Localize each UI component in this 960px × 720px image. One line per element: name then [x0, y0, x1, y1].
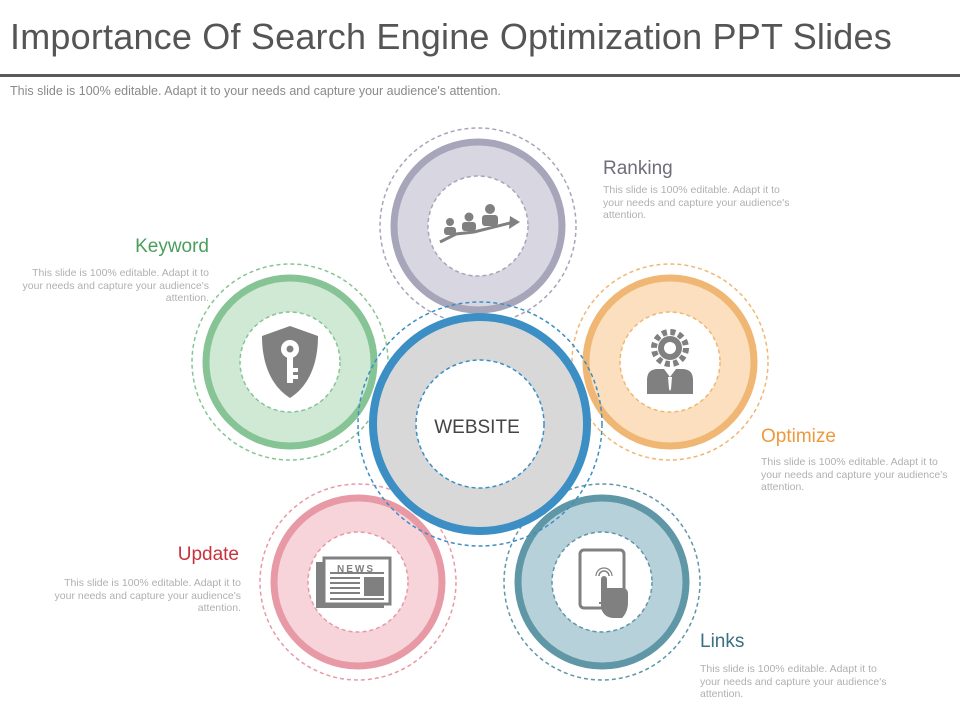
website-circle [357, 301, 603, 547]
links-label: Links [700, 631, 745, 652]
keyword-description: This slide is 100% editable. Adapt it to… [22, 267, 209, 304]
optimize-circle [571, 263, 769, 461]
shield-key-icon [262, 326, 318, 398]
ranking-label: Ranking [603, 158, 673, 179]
update-description: This slide is 100% editable. Adapt it to… [54, 577, 241, 614]
newspaper-icon [316, 556, 392, 608]
website-label: WEBSITE [434, 417, 520, 438]
page-title: Importance Of Search Engine Optimization… [10, 16, 892, 57]
links-description: This slide is 100% editable. Adapt it to… [700, 663, 887, 700]
optimize-label: Optimize [761, 426, 836, 447]
optimize-description: This slide is 100% editable. Adapt it to… [761, 456, 948, 493]
title-divider [0, 74, 960, 77]
ranking-circle [379, 127, 577, 325]
ranking-description: This slide is 100% editable. Adapt it to… [603, 184, 790, 221]
keyword-label: Keyword [135, 236, 209, 257]
page-subtitle: This slide is 100% editable. Adapt it to… [10, 84, 501, 98]
update-label: Update [177, 544, 239, 565]
gear-person-icon [647, 329, 693, 394]
newspaper-icon-text: NEWS [337, 564, 375, 575]
tablet-touch-icon [578, 548, 628, 618]
growth-team-icon [439, 204, 520, 244]
